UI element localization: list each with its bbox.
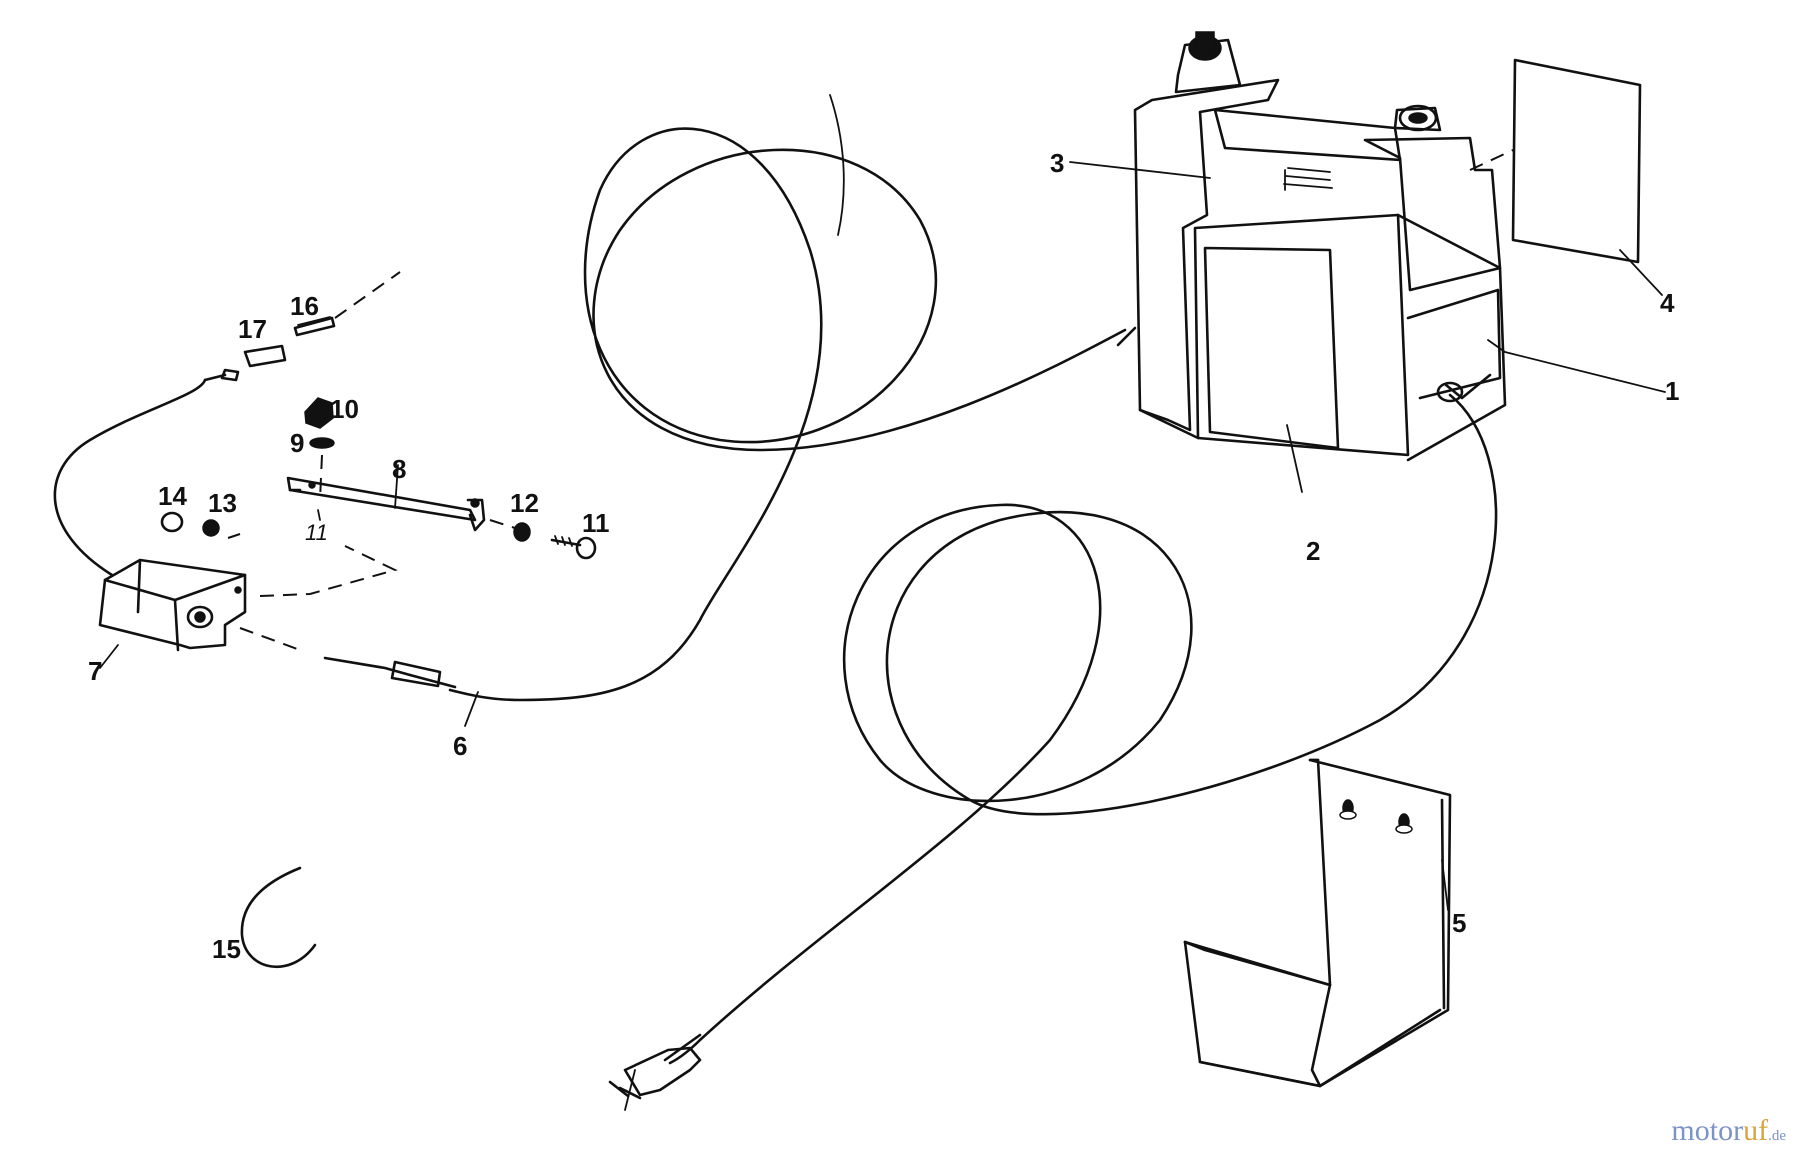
label-part-8: 8	[392, 454, 406, 484]
tank	[1116, 31, 1507, 462]
label-part-1: 1	[1665, 376, 1679, 406]
mounting-strip	[286, 476, 486, 532]
label-part-14: 14	[158, 481, 187, 511]
label-part-4: 4	[1660, 288, 1675, 318]
label-part-13: 13	[208, 488, 237, 518]
label-part-11: 11	[582, 508, 610, 538]
switch-box	[53, 368, 247, 652]
leader-lines	[99, 161, 1666, 911]
label-part-3: 3	[1050, 148, 1064, 178]
label-part-9: 9	[290, 428, 304, 458]
hose-upper	[323, 94, 1127, 702]
label-part-15: 15	[212, 934, 241, 964]
label-part-17: 17	[238, 314, 267, 344]
label-part-2: 2	[1306, 536, 1320, 566]
label-part-10: 10	[330, 394, 359, 424]
small-parts	[160, 316, 597, 969]
label-part-16: 16	[290, 291, 319, 321]
mounting-bracket	[1183, 758, 1452, 1088]
label-part-12: 12	[510, 488, 539, 518]
label-part-5: 5	[1452, 908, 1466, 938]
part-labels: 1 2 3 4 5 6 7 8 9 10 11 11 12 13 14 15 1…	[88, 148, 1679, 964]
label-part-6: 6	[453, 731, 467, 761]
assembly-lines	[227, 271, 516, 651]
watermark-logo: motoruf.de	[1671, 1114, 1786, 1147]
hose-lower	[608, 393, 1498, 1111]
decal-sheet	[1469, 58, 1663, 296]
label-part-11-small: 11	[305, 520, 328, 545]
label-part-7: 7	[88, 656, 102, 686]
